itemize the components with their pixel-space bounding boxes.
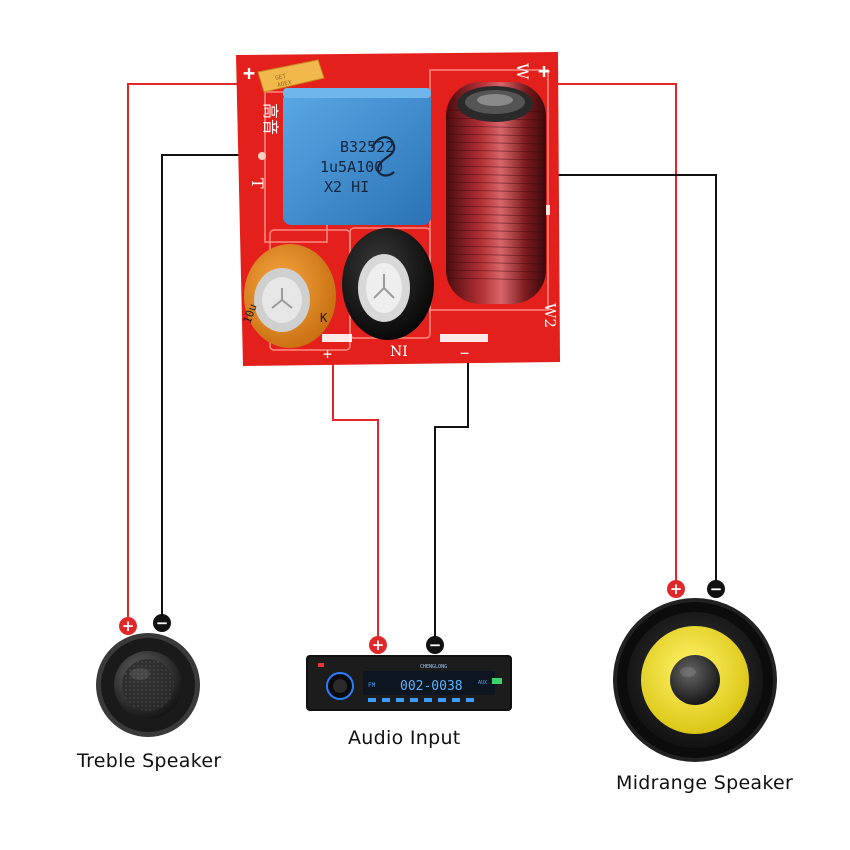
car-radio-icon: CHENGLONG FM 002-0038 AUX — [306, 655, 512, 711]
radio-display-time: 002-0038 — [400, 679, 463, 694]
svg-text:−: − — [710, 580, 723, 598]
brand-logo-icon — [370, 136, 396, 177]
w-plus-mark: + — [538, 59, 550, 83]
polarity-markers: + − + − + − — [119, 580, 725, 654]
treble-t-label: T — [248, 178, 267, 189]
svg-text:K: K — [320, 311, 328, 325]
input-label: NI — [390, 344, 408, 360]
radio-brand: CHENGLONG — [420, 664, 447, 670]
film-capacitor-line1: B32522 — [340, 138, 394, 156]
input-positive-wire — [332, 363, 379, 640]
audio-input-label: Audio Input — [348, 727, 461, 749]
w-label: W — [513, 63, 532, 80]
svg-text:GET: GET — [275, 73, 287, 82]
treble-positive-wire — [127, 83, 262, 620]
radio-source: AUX — [478, 680, 487, 686]
svg-text:AOEX: AOEX — [277, 79, 293, 89]
input-minus-mark: − — [460, 344, 469, 362]
midrange-negative-wire — [550, 174, 717, 583]
w2-label: W2 — [541, 303, 559, 328]
svg-text:−: − — [429, 636, 442, 654]
svg-text:10u: 10u — [241, 302, 260, 325]
svg-text:−: − — [156, 614, 169, 632]
input-plus-mark: + — [323, 345, 332, 363]
wires — [127, 83, 717, 640]
input-positive-terminal: + — [369, 636, 387, 654]
svg-text:+: + — [122, 617, 135, 635]
input-negative-wire — [434, 352, 469, 640]
treble-negative-pad — [258, 152, 266, 160]
midrange-speaker-icon — [613, 598, 777, 762]
film-capacitor-line2: 1u5A100 — [320, 158, 383, 176]
black-electrolytic-capacitor — [342, 228, 434, 340]
treble-negative-wire — [161, 154, 262, 617]
treble-positive-terminal: + — [119, 617, 137, 635]
treble-negative-terminal: − — [153, 614, 171, 632]
svg-text:+: + — [670, 580, 683, 598]
inductor-coil — [446, 82, 546, 304]
svg-text:+: + — [372, 636, 385, 654]
film-capacitor-line3: X2 HI — [324, 178, 369, 196]
treble-speaker-label: Treble Speaker — [77, 750, 222, 772]
radio-band: FM — [368, 682, 376, 689]
midrange-negative-terminal: − — [707, 580, 725, 598]
midrange-positive-wire — [553, 83, 677, 583]
midrange-positive-terminal: + — [667, 580, 685, 598]
midrange-speaker-label: Midrange Speaker — [616, 772, 794, 794]
treble-chinese-label: 高音 — [261, 103, 280, 135]
treble-plus-mark: + — [243, 61, 255, 85]
film-capacitor: B32522 1u5A100 X2 HI — [283, 88, 431, 225]
treble-speaker-icon — [96, 633, 200, 737]
input-negative-terminal: − — [426, 636, 444, 654]
crossover-board: + 高音 T W + W2 NI + − GET AOEX B32522 1u5… — [236, 52, 560, 366]
orange-electrolytic-capacitor: 10u K — [241, 244, 336, 348]
small-capacitor: GET AOEX — [257, 59, 325, 93]
